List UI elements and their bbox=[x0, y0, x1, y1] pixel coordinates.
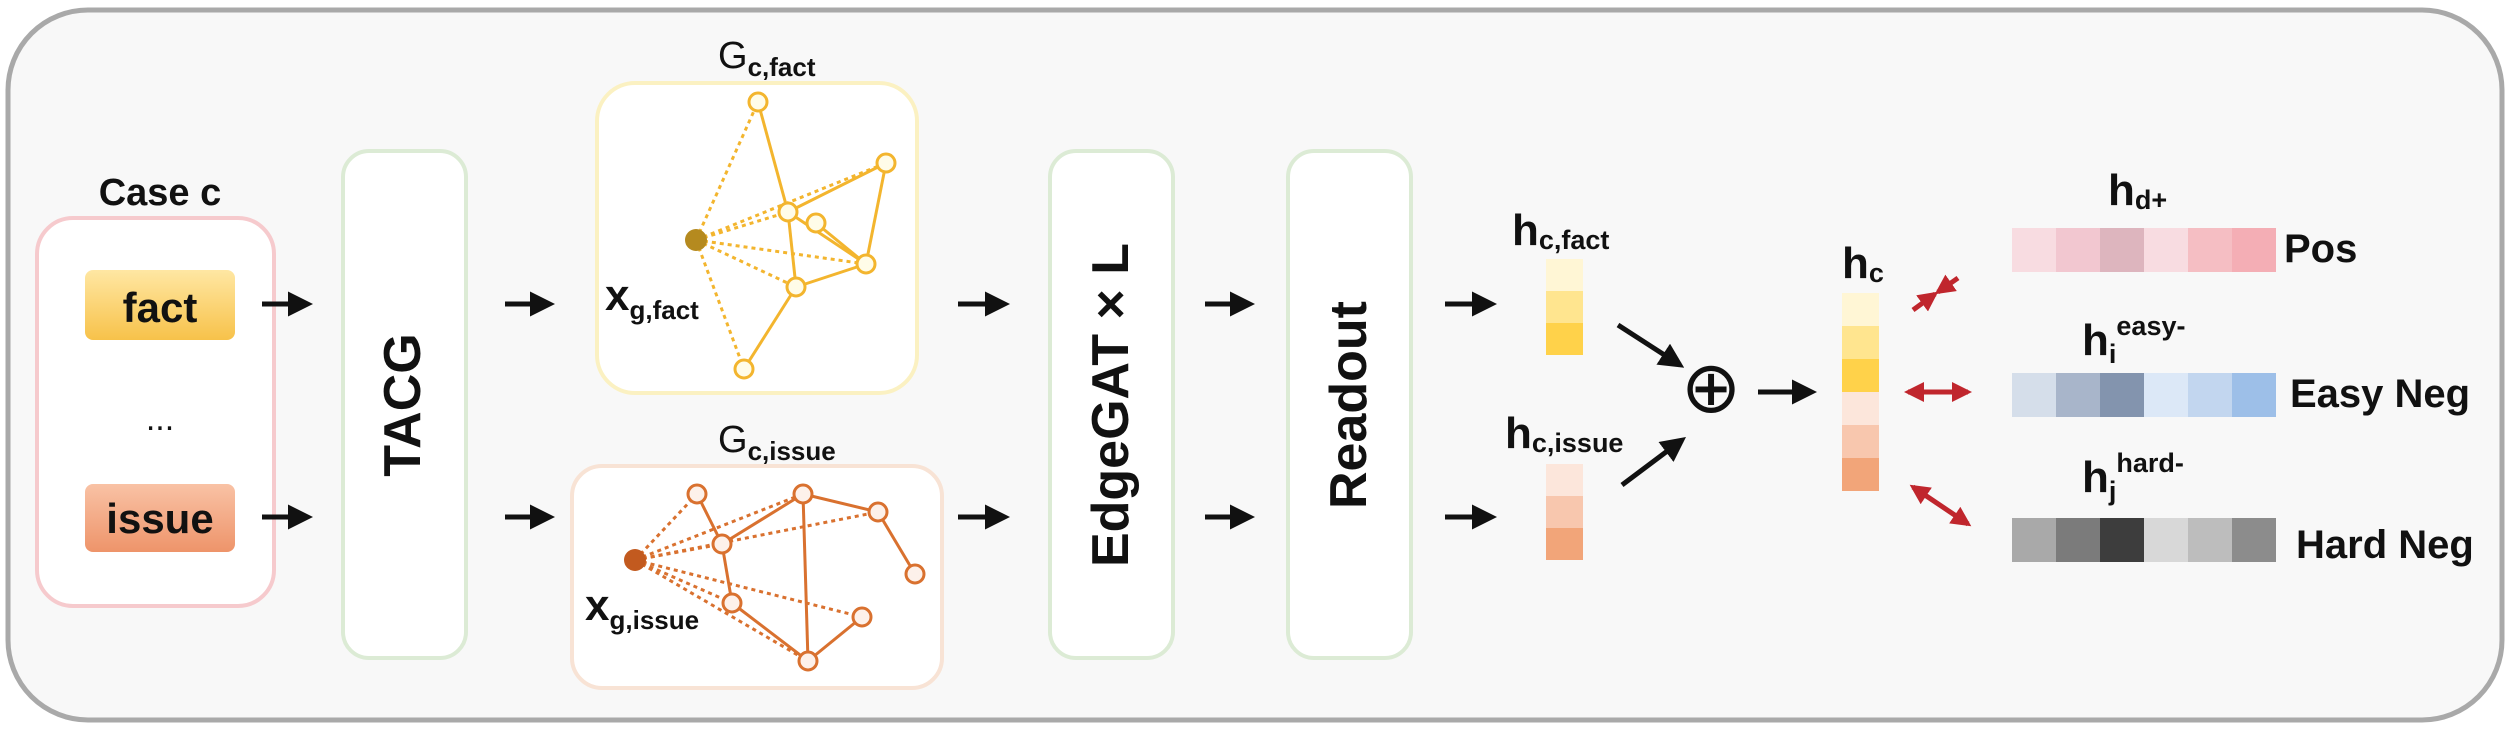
issue-label: issue bbox=[106, 495, 213, 542]
fact-central-node bbox=[685, 229, 707, 251]
hard-neg-cell bbox=[2100, 518, 2144, 562]
h-issue-cell bbox=[1546, 496, 1583, 528]
pos-cell bbox=[2012, 228, 2056, 272]
hard-neg-cell bbox=[2012, 518, 2056, 562]
hard-neg-cell bbox=[2056, 518, 2100, 562]
pos-cell bbox=[2188, 228, 2232, 272]
pos-pull-arrow-b bbox=[1934, 274, 1960, 295]
issue-graph-title: Gc,issue bbox=[718, 419, 836, 466]
hard-neg-cell bbox=[2188, 518, 2232, 562]
h-issue-label: hc,issue bbox=[1505, 409, 1623, 458]
h-c-cell bbox=[1842, 326, 1879, 359]
h-c-label: hc bbox=[1842, 239, 1884, 288]
combine-symbol: ⊕ bbox=[1681, 348, 1741, 428]
pos-vector bbox=[2012, 228, 2276, 272]
pos-cell bbox=[2144, 228, 2188, 272]
case-title: Case c bbox=[99, 172, 222, 214]
easy-neg-cell bbox=[2056, 373, 2100, 417]
fact-label: fact bbox=[123, 284, 198, 331]
issue-node-label: xg,issue bbox=[585, 581, 699, 635]
pos-cell bbox=[2100, 228, 2144, 272]
h-c-cell bbox=[1842, 359, 1879, 392]
issue-graph: Gc,issue bbox=[570, 419, 944, 690]
pos-cell bbox=[2056, 228, 2100, 272]
fact-graph-title: Gc,fact bbox=[718, 35, 816, 82]
edgegat-label: EdgeGAT × L bbox=[1082, 243, 1140, 567]
hard-neg-label: Hard Neg bbox=[2296, 523, 2474, 567]
h-issue-cell bbox=[1546, 528, 1583, 560]
h-c-cell bbox=[1842, 458, 1879, 491]
easy-neg-cell bbox=[2012, 373, 2056, 417]
issue-chip[interactable] bbox=[85, 484, 235, 552]
h-issue-cell bbox=[1546, 464, 1583, 496]
easy-neg-vector bbox=[2012, 373, 2276, 417]
pos-pull-arrow-a bbox=[1911, 291, 1939, 313]
issue-graph-box bbox=[570, 464, 944, 690]
h-c-cell bbox=[1842, 392, 1879, 425]
pos-vector-label: hd+ bbox=[2108, 166, 2167, 215]
h-issue-vector bbox=[1546, 464, 1583, 560]
fact-graph: Gc,fact bbox=[595, 35, 919, 395]
h-fact-vector bbox=[1546, 259, 1583, 355]
h-fact-cell bbox=[1546, 323, 1583, 355]
hard-neg-cell bbox=[2144, 518, 2188, 562]
arrow-h-fact-to-combine bbox=[1616, 322, 1685, 368]
hard-vector-label: hjhard- bbox=[2082, 448, 2184, 506]
readout-label: Readout bbox=[1320, 301, 1378, 509]
issue-central-node bbox=[624, 549, 646, 571]
h-fact-cell bbox=[1546, 259, 1583, 291]
easy-neg-label: Easy Neg bbox=[2290, 372, 2470, 416]
pos-cell bbox=[2232, 228, 2276, 272]
case-ellipsis: ... bbox=[146, 400, 174, 438]
easy-vector-label: hieasy- bbox=[2082, 311, 2185, 369]
fact-graph-box bbox=[595, 81, 919, 395]
h-c-vector bbox=[1842, 293, 1879, 491]
h-fact-cell bbox=[1546, 291, 1583, 323]
arrow-h-issue-to-combine bbox=[1620, 437, 1686, 487]
pos-label: Pos bbox=[2284, 227, 2357, 271]
easy-neg-cell bbox=[2100, 373, 2144, 417]
h-c-cell bbox=[1842, 293, 1879, 326]
hard-neg-cell bbox=[2232, 518, 2276, 562]
hard-neg-push-arrow bbox=[1909, 484, 1972, 527]
easy-neg-cell bbox=[2188, 373, 2232, 417]
fact-node-label: xg,fact bbox=[605, 271, 699, 325]
tacg-label: TACG bbox=[374, 333, 432, 476]
fact-chip[interactable] bbox=[85, 270, 235, 340]
readout-box bbox=[1286, 149, 1413, 660]
hard-neg-vector bbox=[2012, 518, 2276, 562]
edgegat-box bbox=[1048, 149, 1175, 660]
case-box: Case c fact ... issue bbox=[35, 172, 276, 608]
tacg-box bbox=[341, 149, 468, 660]
h-c-cell bbox=[1842, 425, 1879, 458]
h-fact-label: hc,fact bbox=[1512, 206, 1609, 255]
easy-neg-cell bbox=[2232, 373, 2276, 417]
easy-neg-cell bbox=[2144, 373, 2188, 417]
